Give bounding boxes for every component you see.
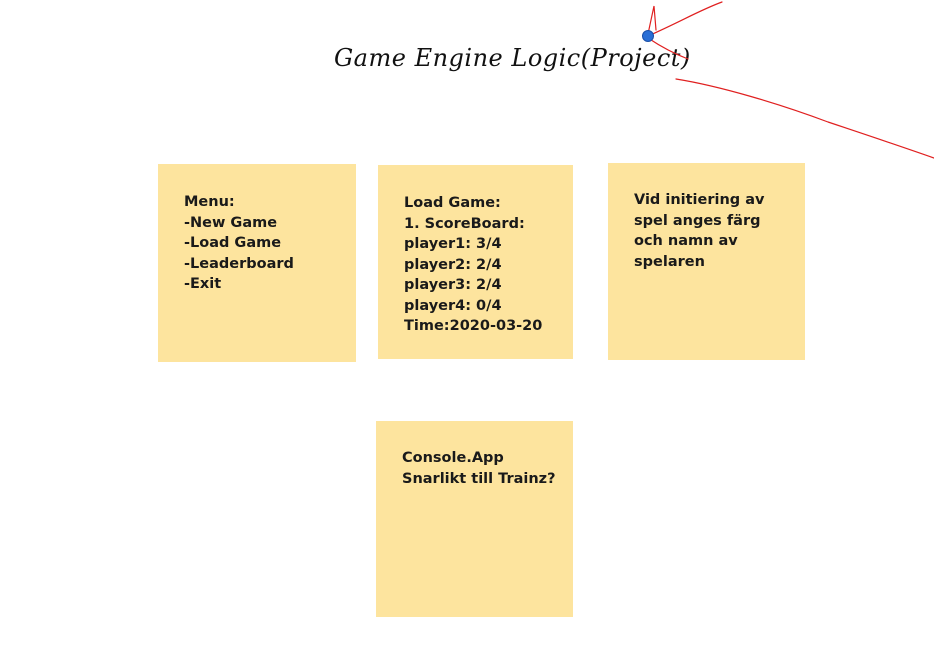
- note-line: Console.App: [402, 450, 504, 466]
- note-line: player3: 2/4: [404, 277, 502, 293]
- pen-cursor-icon[interactable]: [642, 30, 654, 42]
- note-line: Menu:: [184, 194, 235, 210]
- note-line: Snarlikt till Trainz?: [402, 470, 556, 487]
- note-line: -Exit: [184, 276, 222, 292]
- board-title: Game Engine Logic(Project): [334, 44, 691, 72]
- ink-stroke: [675, 78, 934, 159]
- note-line: spel anges färg: [634, 212, 761, 229]
- note-line: player4: 0/4: [404, 297, 502, 314]
- note-line: Vid initiering av: [634, 192, 765, 208]
- sticky-note-load-game[interactable]: Load Game: 1. ScoreBoard: player1: 3/4 p…: [378, 165, 573, 359]
- note-line: player2: 2/4: [404, 256, 502, 273]
- note-line: Time:2020-03-20: [404, 318, 543, 334]
- note-line: och namn av: [634, 233, 738, 249]
- note-line: Load Game:: [404, 195, 501, 211]
- sticky-note-menu[interactable]: Menu: -New Game -Load Game -Leaderboard …: [158, 164, 356, 362]
- note-line: player1: 3/4: [404, 236, 502, 252]
- note-line: spelaren: [634, 253, 705, 270]
- note-line: -New Game: [184, 214, 278, 231]
- sticky-note-console-app[interactable]: Console.App Snarlikt till Trainz?: [376, 421, 573, 617]
- note-line: 1. ScoreBoard:: [404, 215, 525, 232]
- note-line: -Load Game: [184, 235, 282, 251]
- note-line: -Leaderboard: [184, 255, 294, 272]
- sticky-note-initialization[interactable]: Vid initiering av spel anges färg och na…: [608, 163, 805, 360]
